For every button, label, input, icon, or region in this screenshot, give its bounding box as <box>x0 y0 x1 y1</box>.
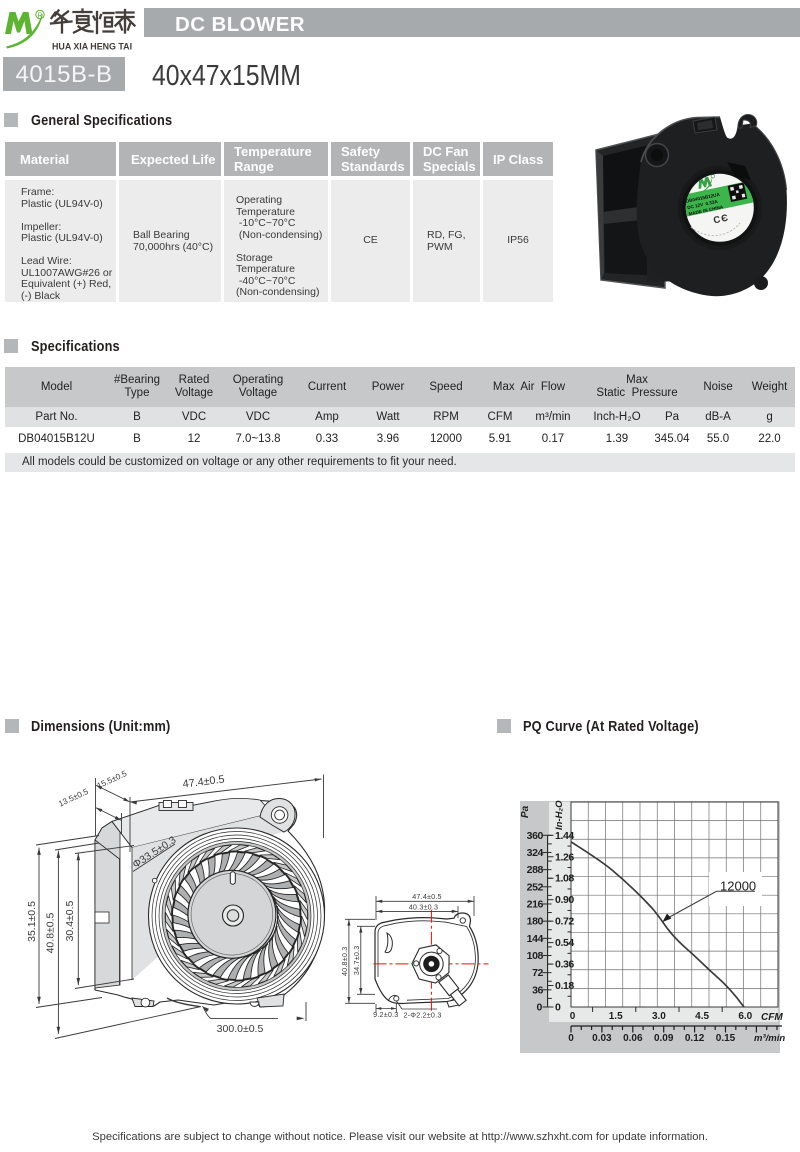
svg-text:6.0: 6.0 <box>738 1011 752 1022</box>
svg-text:HUA XIA HENG TAI: HUA XIA HENG TAI <box>52 42 132 52</box>
svg-text:0.36: 0.36 <box>555 959 574 971</box>
svg-text:0.90: 0.90 <box>555 894 574 906</box>
svg-text:300.0±0.5: 300.0±0.5 <box>217 1023 264 1035</box>
svg-text:47.4±0.5: 47.4±0.5 <box>182 774 225 791</box>
svg-text:In-H₂O: In-H₂O <box>554 800 565 830</box>
svg-text:3.0: 3.0 <box>652 1011 666 1022</box>
svg-text:1.08: 1.08 <box>555 873 574 885</box>
svg-text:0: 0 <box>537 1002 543 1014</box>
svg-text:40.3±0.3: 40.3±0.3 <box>409 903 439 912</box>
svg-text:0.72: 0.72 <box>555 916 574 928</box>
svg-text:288: 288 <box>527 864 544 876</box>
svg-text:324: 324 <box>527 847 544 859</box>
svg-text:30.4±0.5: 30.4±0.5 <box>64 900 76 941</box>
svg-text:0: 0 <box>568 1033 574 1044</box>
svg-text:0.15: 0.15 <box>716 1033 736 1044</box>
svg-text:40.8±0.5: 40.8±0.5 <box>45 912 57 953</box>
svg-text:0.09: 0.09 <box>654 1033 674 1044</box>
svg-text:252: 252 <box>527 881 544 893</box>
svg-text:36: 36 <box>532 984 543 996</box>
svg-text:47.4±0.5: 47.4±0.5 <box>412 892 442 901</box>
svg-text:0.12: 0.12 <box>685 1033 705 1044</box>
svg-text:1.5: 1.5 <box>609 1011 623 1022</box>
svg-text:12000: 12000 <box>720 879 756 894</box>
svg-text:216: 216 <box>527 898 544 910</box>
svg-text:R: R <box>37 12 42 19</box>
svg-text:0.54: 0.54 <box>555 937 574 949</box>
svg-text:4.5: 4.5 <box>695 1011 709 1022</box>
svg-text:1.26: 1.26 <box>555 851 574 863</box>
svg-text:CЄ: CЄ <box>712 212 730 226</box>
svg-text:2-Φ2.2±0.3: 2-Φ2.2±0.3 <box>403 1011 441 1020</box>
svg-text:0.06: 0.06 <box>623 1033 643 1044</box>
svg-text:180: 180 <box>527 916 544 928</box>
svg-text:Pa: Pa <box>520 805 531 818</box>
svg-text:144: 144 <box>527 933 544 945</box>
svg-text:1.44: 1.44 <box>555 830 574 842</box>
svg-text:0: 0 <box>570 1011 576 1022</box>
svg-text:CFM: CFM <box>761 1012 783 1023</box>
svg-text:360: 360 <box>527 830 544 842</box>
svg-text:DC 12V 0.33A: DC 12V 0.33A <box>687 199 719 210</box>
svg-text:72: 72 <box>532 967 543 979</box>
svg-text:0.18: 0.18 <box>555 980 574 992</box>
svg-text:35.1±0.5: 35.1±0.5 <box>26 901 38 942</box>
svg-text:15.5±0.5: 15.5±0.5 <box>96 769 129 791</box>
svg-text:13.5±0.5: 13.5±0.5 <box>57 787 90 809</box>
svg-text:9.2±0.3: 9.2±0.3 <box>373 1010 398 1019</box>
svg-text:40.8±0.3: 40.8±0.3 <box>340 947 349 977</box>
svg-text:108: 108 <box>527 950 544 962</box>
svg-text:0.03: 0.03 <box>592 1033 612 1044</box>
svg-text:34.7±0.3: 34.7±0.3 <box>352 946 361 976</box>
svg-text:0: 0 <box>555 1002 561 1014</box>
svg-text:m³/min: m³/min <box>754 1033 785 1044</box>
